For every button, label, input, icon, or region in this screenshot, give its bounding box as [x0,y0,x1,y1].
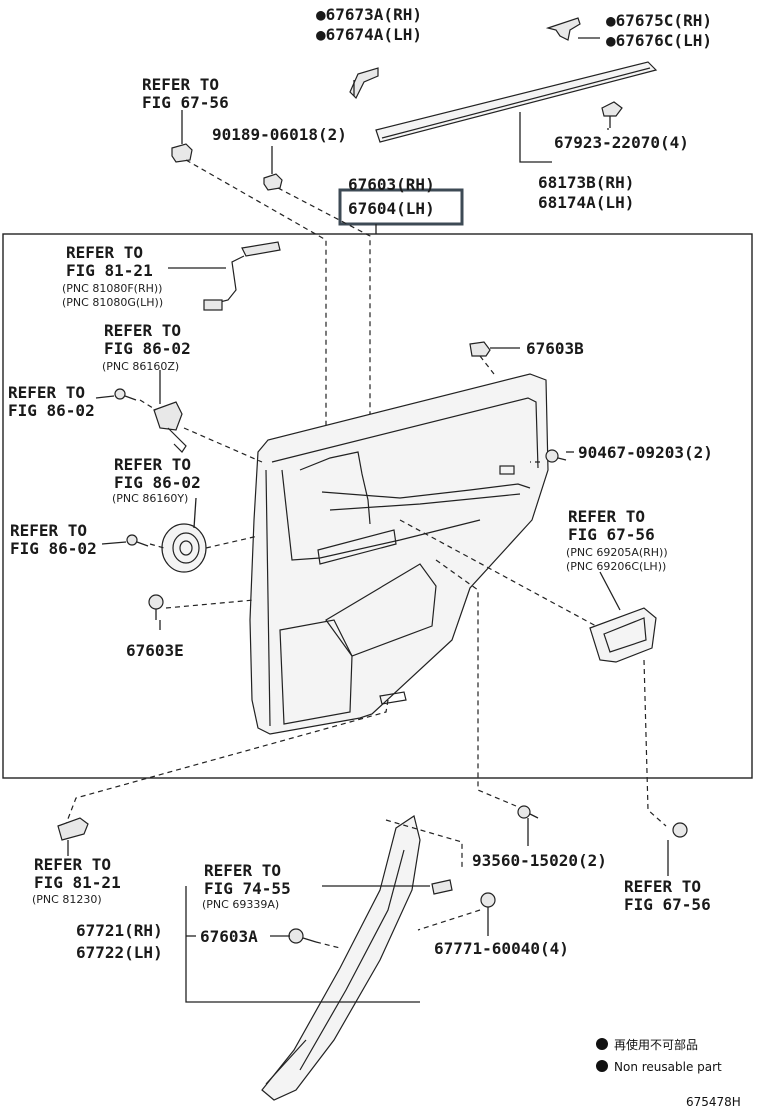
label-refer-6756-mid-3: (PNC 69205A(RH)) [566,546,668,559]
label-68174a: 68174A(LH) [538,193,634,212]
clip-90189-shape [263,173,283,191]
label-67676c: ●67676C(LH) [606,31,712,50]
label-refer-6756-bot-1: REFER TO [624,877,701,896]
label-refer-8602c-1: REFER TO [114,455,191,474]
scuff-plate-67721-shape [261,815,421,1101]
screw-93560-shape [517,805,539,819]
assembly-frame [2,233,753,779]
label-refer-6756-top-1: REFER TO [142,75,219,94]
label-67603rh: 67603(RH) [348,175,435,194]
label-67603b: 67603B [526,339,584,358]
label-67673a: ●67673A(RH) [316,5,422,24]
speaker-large-shape [161,523,207,573]
label-refer-8121a-2: FIG 81-21 [66,261,153,280]
clip-67771-shape [480,892,496,916]
clip-81230-shape [57,817,89,841]
label-refer-6756-mid-4: (PNC 69206C(LH)) [566,560,666,573]
label-67604lh: 67604(LH) [348,199,435,218]
label-refer-8602b-1: REFER TO [8,383,85,402]
label-93560: 93560-15020(2) [472,851,607,870]
label-refer-8121b-1: REFER TO [34,855,111,874]
label-refer-6756-bot-2: FIG 67-56 [624,895,711,914]
non-reusable-bullet-icon [596,1038,608,1050]
clip-67603a-shape [288,928,317,944]
label-67923: 67923-22070(4) [554,133,689,152]
label-refer-6756-mid-1: REFER TO [568,507,645,526]
label-67674a: ●67674A(LH) [316,25,422,44]
label-refer-8121b-3: (PNC 81230) [32,893,102,906]
label-refer-6756-mid-2: FIG 67-56 [568,525,655,544]
screw-8602d-shape [126,534,149,547]
screw-8602b-shape [114,388,137,401]
clip-top-left-shape [171,143,193,163]
label-refer-7455-2: FIG 74-55 [204,879,291,898]
speaker-small-shape [153,401,187,453]
label-refer-7455-3: (PNC 69339A) [202,898,279,911]
label-refer-8602b-2: FIG 86-02 [8,401,95,420]
label-refer-8602a-2: FIG 86-02 [104,339,191,358]
label-67771: 67771-60040(4) [434,939,569,958]
screw-90467-shape [545,449,567,463]
clip-67603b-shape [469,341,491,357]
label-refer-8602a-1: REFER TO [104,321,181,340]
label-90189: 90189-06018(2) [212,125,347,144]
label-90467: 90467-09203(2) [578,443,713,462]
legend-line-2: Non reusable part [614,1060,722,1074]
label-refer-8121b-2: FIG 81-21 [34,873,121,892]
weatherstrip-68173b-shape [375,61,658,143]
switch-69205a-shape [589,607,657,663]
label-refer-8602c-2: FIG 86-02 [114,473,201,492]
door-trim-panel-shape [249,373,549,735]
clip-67675c-shape [545,17,581,41]
harness-shape [203,241,281,311]
label-refer-8602d-1: REFER TO [10,521,87,540]
label-67603a: 67603A [200,927,258,946]
label-refer-8602a-3: (PNC 86160Z) [102,360,179,373]
non-reusable-bullet-icon-2 [596,1060,608,1072]
plate-69339a-shape [431,879,453,895]
label-refer-8121a-1: REFER TO [66,243,143,262]
label-67721: 67721(RH) [76,921,163,940]
label-refer-8121a-4: (PNC 81080G(LH)) [62,296,163,309]
label-refer-7455-1: REFER TO [204,861,281,880]
label-refer-8121a-3: (PNC 81080F(RH)) [62,282,162,295]
label-refer-8602d-2: FIG 86-02 [10,539,97,558]
clip-67673a-shape [349,67,379,100]
clip-67603e-shape [148,594,164,620]
label-refer-6756-top-2: FIG 67-56 [142,93,229,112]
label-67675c: ●67675C(RH) [606,11,712,30]
screw-6756-bot-shape [672,822,688,838]
legend-line-1: 再使用不可部品 [614,1037,698,1052]
label-67722: 67722(LH) [76,943,163,962]
label-refer-8602c-3: (PNC 86160Y) [112,492,188,505]
figure-id: 675478H [686,1095,741,1109]
highlight-box [338,188,464,226]
label-68173b: 68173B(RH) [538,173,634,192]
label-67603e: 67603E [126,641,184,660]
clip-67923-shape [601,101,623,128]
